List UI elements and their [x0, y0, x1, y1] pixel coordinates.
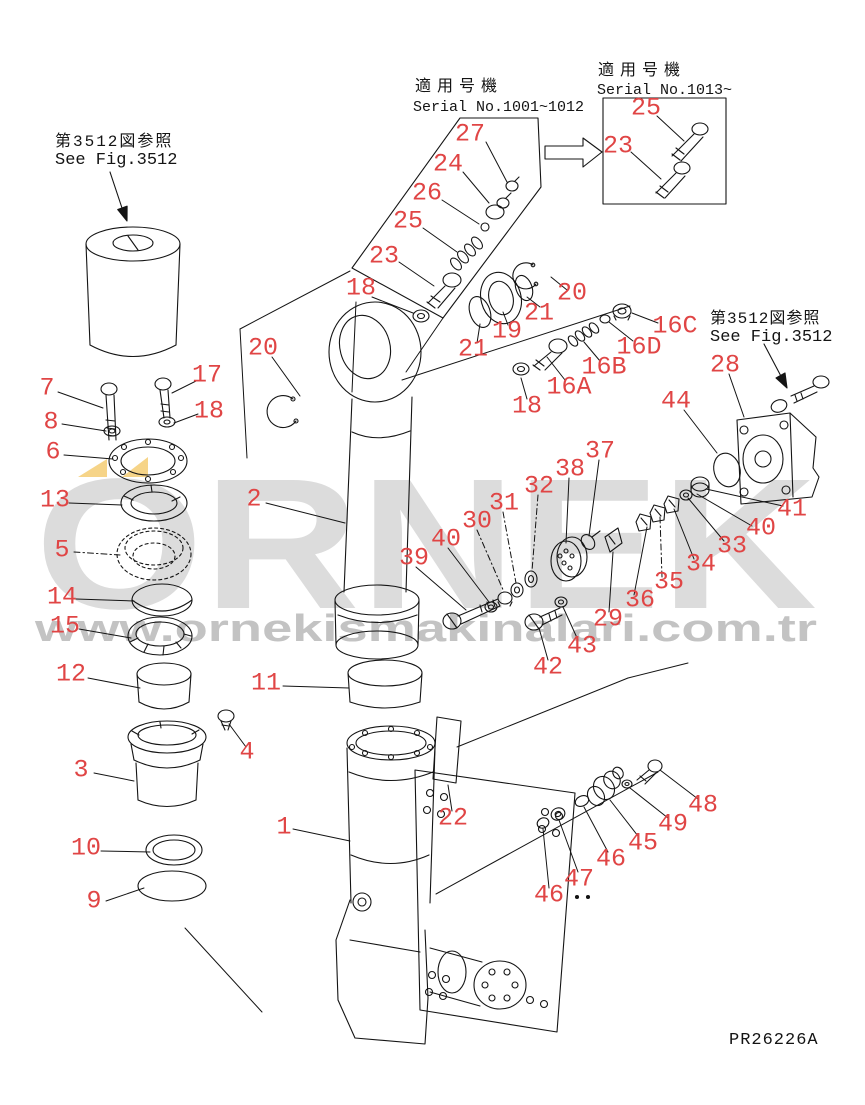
serial-box-1-outline	[351, 117, 542, 319]
serial-box1-range: Serial No.1001~1012	[413, 99, 584, 116]
ball-part-26	[480, 222, 490, 232]
bolt-part-39	[442, 598, 501, 630]
right-ref-en: See Fig.3512	[710, 328, 832, 347]
piston-rod-part-2	[328, 301, 422, 660]
ring-part-14	[131, 583, 193, 617]
snap-ring-part-20a	[266, 395, 299, 429]
bolt-near-28	[770, 375, 830, 413]
small-parts-right-cluster	[604, 476, 710, 553]
oring-part-44	[713, 452, 741, 488]
nut-part-43	[554, 596, 568, 608]
top-left-ref-jp: 第3512図参照	[55, 132, 173, 151]
serial-box-2-outline	[602, 97, 727, 205]
right-ref-jp: 第3512図参照	[710, 309, 820, 328]
cylinder-tube-part-1	[335, 725, 576, 1045]
watermark-layer: ORNEK www.ornekismakinalari.com.tr	[34, 441, 818, 650]
ring-part-15	[127, 616, 193, 656]
ref-arrow-right	[763, 343, 788, 389]
housing-part-28	[736, 412, 820, 505]
reservoir-part	[85, 226, 181, 358]
top-left-ref-en: See Fig.3512	[55, 151, 177, 170]
serial-box2-title-jp: 適用号機	[598, 61, 686, 80]
bearing-part-5	[116, 527, 192, 581]
spring-part-25	[450, 236, 483, 271]
valve-group-16	[512, 303, 632, 376]
arrow-between-boxes	[544, 137, 603, 168]
watermark-url-text: www.ornekismakinalari.com.tr	[34, 608, 818, 650]
bushing-part-3	[127, 720, 207, 808]
leader-lines	[57, 115, 784, 902]
bushing-part-12	[136, 662, 192, 710]
disc-part-9	[137, 870, 207, 902]
plate-part-22	[432, 716, 462, 784]
valve-plug-part-23	[426, 272, 462, 309]
plate-part-6	[108, 438, 188, 484]
watermark-yellow-triangle	[78, 459, 107, 477]
ring-part-13	[120, 484, 188, 522]
fitting-part-25b	[671, 122, 709, 162]
fitting-group-45-49	[536, 759, 663, 900]
serial-box1-title-jp: 適用号機	[415, 77, 503, 96]
fitting-part-23b	[655, 161, 691, 199]
serial-box2-range: Serial No.1013~	[597, 82, 732, 99]
bolt-part-42	[524, 607, 563, 631]
washer-part-18a	[158, 416, 176, 428]
bolt-part-17	[154, 377, 172, 419]
cushion-part-11	[347, 659, 423, 709]
washer-part-18b	[412, 309, 430, 323]
ref-arrow-top-left	[109, 171, 128, 222]
text-layer: 第3512図参照 See Fig.3512 適用号機 Serial No.100…	[55, 61, 832, 1050]
poppet-part-24	[485, 192, 512, 220]
cap-part-27	[505, 176, 520, 192]
ring-part-10	[145, 834, 203, 866]
figure-part-code: PR26226A	[729, 1031, 819, 1050]
watermark-yellow-triangle	[122, 457, 148, 477]
zone-lines	[184, 270, 689, 1013]
